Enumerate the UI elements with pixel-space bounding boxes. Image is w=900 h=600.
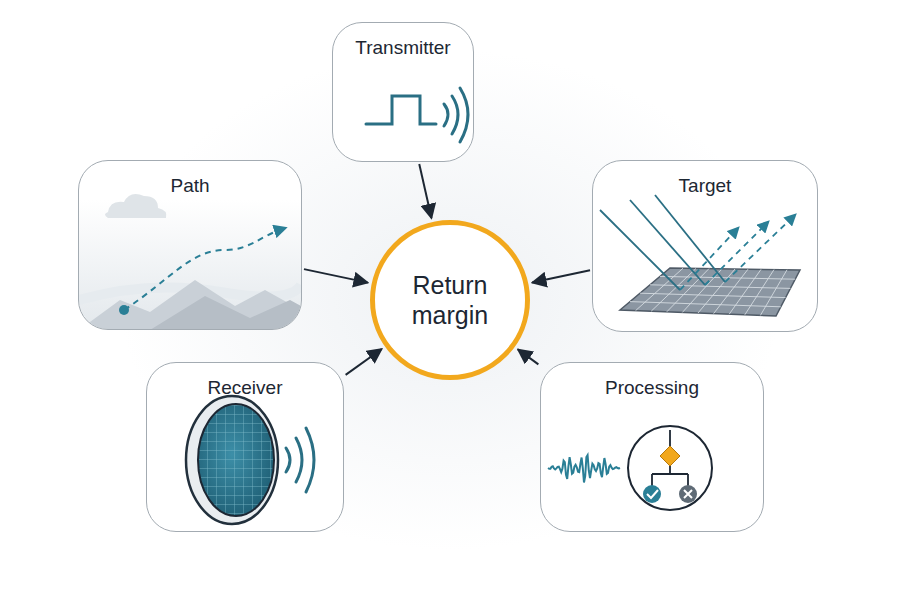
processing-box: Processing bbox=[540, 362, 764, 532]
processing-icon bbox=[548, 426, 712, 510]
path-scene bbox=[79, 194, 301, 330]
focus-circle: Return margin bbox=[370, 220, 530, 380]
box-title: Transmitter bbox=[333, 23, 473, 59]
target-box: Target bbox=[592, 160, 818, 332]
arrow-connector bbox=[518, 349, 538, 364]
box-grounds bbox=[78, 22, 818, 532]
target-surface bbox=[600, 195, 800, 316]
signal-wave bbox=[548, 455, 620, 482]
transmitter-box: Transmitter bbox=[332, 22, 474, 162]
arrow-connector bbox=[304, 269, 368, 283]
path-box: Path bbox=[78, 160, 302, 330]
arrow-connector bbox=[419, 164, 431, 218]
arrow-connector bbox=[532, 270, 590, 282]
arrow-connector bbox=[346, 349, 382, 375]
center-label: Return margin bbox=[375, 270, 525, 330]
pulse-icon bbox=[366, 88, 468, 142]
box-title: Path bbox=[79, 161, 301, 197]
receiver-dish bbox=[186, 396, 314, 524]
receiver-box: Receiver bbox=[146, 362, 344, 532]
box-title: Target bbox=[593, 161, 817, 197]
box-title: Processing bbox=[541, 363, 763, 399]
box-title: Receiver bbox=[147, 363, 343, 399]
